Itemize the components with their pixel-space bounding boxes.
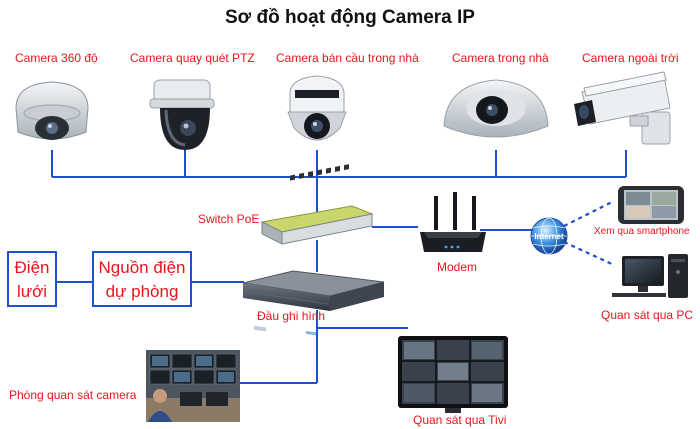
backup-power-box: Nguồn điện dự phòng	[92, 251, 192, 307]
grid-power-box: Điện lưới	[7, 251, 57, 307]
backup-power-line1: Nguồn điện	[98, 258, 186, 277]
indoor-camera-icon	[443, 79, 549, 138]
control-room-label: Phòng quan sát camera	[9, 388, 137, 402]
recorder-icon	[242, 270, 385, 336]
camera-360-label: Camera 360 độ	[15, 51, 98, 65]
grid-power-line1: Điện	[14, 258, 50, 277]
indoor-dome-camera-label: Camera bán cầu trong nhà	[276, 51, 419, 65]
modem-label: Modem	[437, 260, 478, 274]
pc-label: Quan sát qua PC	[601, 308, 694, 322]
tv-label: Quan sát qua Tivi	[413, 413, 507, 427]
diagram-title: Sơ đồ hoạt động Camera IP	[225, 7, 475, 28]
poe-switch-icon	[260, 164, 374, 245]
ptz-camera-label: Camera quay quét PTZ	[130, 51, 255, 65]
wireless-links	[563, 200, 615, 266]
grid-power-line2: lưới	[16, 282, 48, 301]
camera-360-icon	[15, 81, 89, 140]
internet-pc-link	[563, 241, 615, 266]
internet-smartphone-link	[563, 200, 615, 227]
recorder-label: Đầu ghi hình	[257, 309, 326, 323]
outdoor-camera-icon	[574, 71, 671, 145]
smartphone-icon	[618, 186, 684, 224]
modem-icon	[420, 192, 486, 252]
ptz-camera-icon	[149, 79, 215, 150]
backup-power-line2: dự phòng	[105, 282, 179, 301]
smartphone-label: Xem qua smartphone	[594, 226, 690, 237]
outdoor-camera-label: Camera ngoài trời	[582, 51, 679, 65]
internet-globe-icon: Internet	[530, 217, 568, 255]
control-room-image	[146, 350, 240, 422]
indoor-dome-camera-icon	[287, 75, 347, 141]
switch-label: Switch PoE	[198, 212, 260, 226]
indoor-camera-label: Camera trong nhà	[452, 51, 549, 65]
internet-label: Internet	[534, 232, 564, 241]
tv-wall-icon	[398, 336, 508, 413]
pc-icon	[612, 254, 688, 298]
